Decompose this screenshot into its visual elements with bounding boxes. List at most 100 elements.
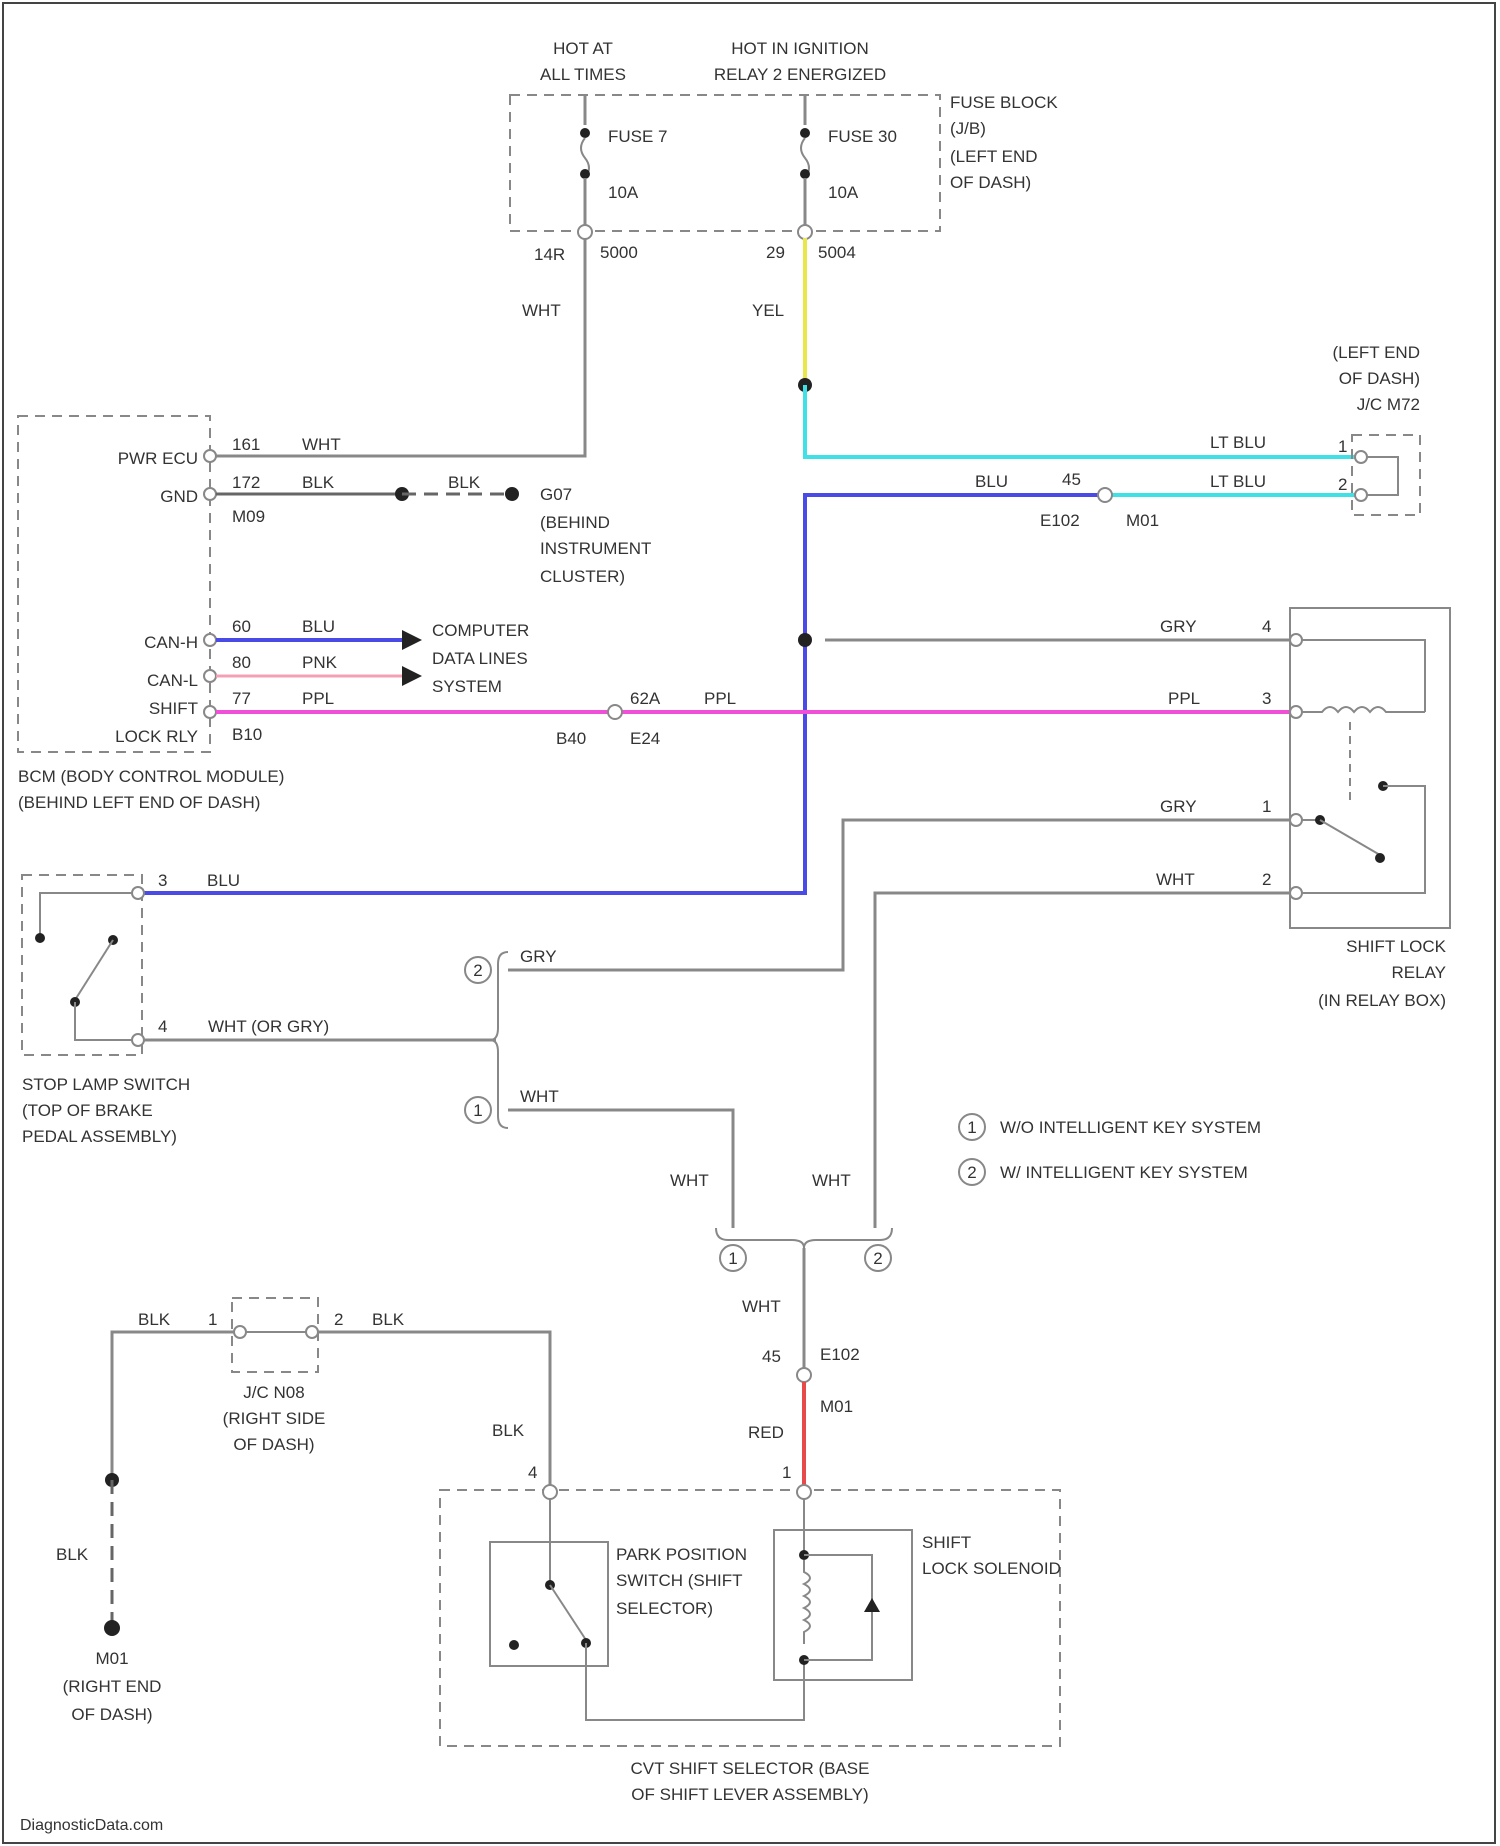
wire-label-blu-stop: BLU [207, 871, 240, 890]
bcm-pin-canl: 80 [232, 653, 251, 672]
stop-lamp-pin-3-terminal [132, 887, 144, 899]
stop-lamp-pin-4-terminal [132, 1034, 144, 1046]
relay-coil [1302, 707, 1425, 712]
jc-m72-label-1: (LEFT END [1332, 343, 1420, 362]
relay-pin-4-terminal [1290, 634, 1302, 646]
wire-label-wht-left: WHT [670, 1171, 709, 1190]
fuse-conn-left: 5000 [600, 243, 638, 262]
fuse-30-amps: 10A [828, 183, 859, 202]
connector-e24-pin-label: 62A [630, 689, 661, 708]
park-switch-fixed-contact [509, 1640, 519, 1650]
relay-output-path [1302, 786, 1425, 893]
connector-e102-bottom-label-b: M01 [820, 1397, 853, 1416]
stop-lamp-label-1: STOP LAMP SWITCH [22, 1075, 190, 1094]
selector-pin-1: 1 [782, 1463, 791, 1482]
wire-label-gry-relay-4: GRY [1160, 617, 1197, 636]
fuse-block-pin-left [578, 225, 592, 239]
ground-g07-label-3: INSTRUMENT [540, 539, 651, 558]
splice-blu [798, 633, 812, 647]
bcm-label-2: (BEHIND LEFT END OF DASH) [18, 793, 260, 812]
option-brace [490, 952, 508, 1128]
jc-m72-pin-1-terminal [1355, 451, 1367, 463]
fuse-block-pin-right [798, 225, 812, 239]
relay-pin-4: 4 [1262, 617, 1271, 636]
wire-label-ppl-mid: PPL [704, 689, 736, 708]
park-switch-label-2: SWITCH (SHIFT [616, 1571, 743, 1590]
fuse-block-label-2: (J/B) [950, 119, 986, 138]
wire-label-wht-brace: WHT [520, 1087, 559, 1106]
fuse-block-label-1: FUSE BLOCK [950, 93, 1058, 112]
bcm-pin-pwr-terminal [204, 450, 216, 462]
wire-label-wht-relay-2: WHT [1156, 870, 1195, 889]
arrow-canh [402, 630, 422, 650]
jc-n08-label-2: (RIGHT SIDE [223, 1409, 326, 1428]
relay-label-1: SHIFT LOCK [1346, 937, 1446, 956]
footer-brand: DiagnosticData.com [20, 1817, 163, 1834]
jc-n08-pin-1: 1 [208, 1310, 217, 1329]
solenoid-diode-path [804, 1555, 872, 1660]
relay-pin-3-terminal [1290, 706, 1302, 718]
ground-m01-label-3: OF DASH) [71, 1705, 152, 1724]
selector-label-2: OF SHIFT LEVER ASSEMBLY) [631, 1785, 868, 1804]
fuse-30-top-terminal [800, 128, 810, 138]
wire-label-blk-ground: BLK [56, 1545, 89, 1564]
wire-label-lt-blu-1: LT BLU [1210, 433, 1266, 452]
bcm-label-1: BCM (BODY CONTROL MODULE) [18, 767, 284, 786]
bcm-pin-canh-terminal [204, 634, 216, 646]
data-lines-label-2: DATA LINES [432, 649, 528, 668]
fuse-7-amps: 10A [608, 183, 639, 202]
bcm-gnd: GND [160, 487, 198, 506]
stop-lamp-contact-top [35, 933, 45, 943]
diagram-border [3, 3, 1495, 1843]
bcm-can-h: CAN-H [144, 633, 198, 652]
fuse-30-label: FUSE 30 [828, 127, 897, 146]
bcm-pin-gnd-terminal [204, 488, 216, 500]
data-lines-label-3: SYSTEM [432, 677, 502, 696]
wire-label-blk-jc-2: BLK [372, 1310, 405, 1329]
relay-coil-lead [1302, 640, 1425, 712]
connector-e102-pin [1098, 488, 1112, 502]
fuse-7-label: FUSE 7 [608, 127, 668, 146]
bcm-conn-shift: B10 [232, 725, 262, 744]
wire-blk-ground-top [112, 1332, 236, 1480]
selector-pin-1-terminal [797, 1485, 811, 1499]
wire-label-lt-blu-2: LT BLU [1210, 472, 1266, 491]
relay-pin-2-terminal [1290, 887, 1302, 899]
wire-label-gry-relay-1: GRY [1160, 797, 1197, 816]
hot-at-all-times-line1: HOT AT [553, 39, 613, 58]
jc-m72-pin-2: 2 [1338, 475, 1347, 494]
fuse-30-bottom-terminal [800, 169, 810, 179]
relay-label-2: RELAY [1392, 963, 1447, 982]
wire-label-pnk: PNK [302, 653, 338, 672]
connector-e24-pin [608, 705, 622, 719]
stop-lamp-pin-3: 3 [158, 871, 167, 890]
merge-brace [716, 1228, 892, 1248]
wire-label-blk-selector: BLK [492, 1421, 525, 1440]
fuse-7-bottom-terminal [580, 169, 590, 179]
jc-n08: 1 2 J/C N08 (RIGHT SIDE OF DASH) [208, 1298, 343, 1454]
connector-e102-bottom-pin [797, 1368, 811, 1382]
ground-g07-label-2: (BEHIND [540, 513, 610, 532]
selector-label-1: CVT SHIFT SELECTOR (BASE [630, 1759, 869, 1778]
connector-e24-label-b: E24 [630, 729, 660, 748]
shift-lock-relay: 4 3 1 2 SHIFT LOCK RELAY (IN RELAY BOX) [1262, 608, 1450, 1010]
relay-label-3: (IN RELAY BOX) [1318, 991, 1446, 1010]
ground-m01-label-1: M01 [95, 1649, 128, 1668]
cvt-shift-selector: 4 1 PARK POSITION SWITCH (SHIFT SELECTOR… [440, 1463, 1061, 1804]
bcm-pin-gnd: 172 [232, 473, 260, 492]
fuse-block-label-3: (LEFT END [950, 147, 1038, 166]
wire-label-wht-or-gry: WHT (OR GRY) [208, 1017, 329, 1036]
ground-g07-label-1: G07 [540, 485, 572, 504]
wire-label-wht-bcm: WHT [302, 435, 341, 454]
bcm-pin-shift-terminal [204, 706, 216, 718]
fuse-7-top-terminal [580, 128, 590, 138]
wire-label-blu-canh: BLU [302, 617, 335, 636]
wire-wht-pwr-ecu [210, 238, 585, 456]
wire-label-ppl-bcm: PPL [302, 689, 334, 708]
wire-label-wht-merged: WHT [742, 1297, 781, 1316]
hot-in-ignition-line2: RELAY 2 ENERGIZED [714, 65, 886, 84]
bcm-pin-shift: 77 [232, 689, 251, 708]
stop-lamp-switch: 3 4 STOP LAMP SWITCH (TOP OF BRAKE PEDAL… [22, 871, 190, 1146]
solenoid-box [774, 1530, 912, 1680]
jc-m72-label-2: OF DASH) [1339, 369, 1420, 388]
